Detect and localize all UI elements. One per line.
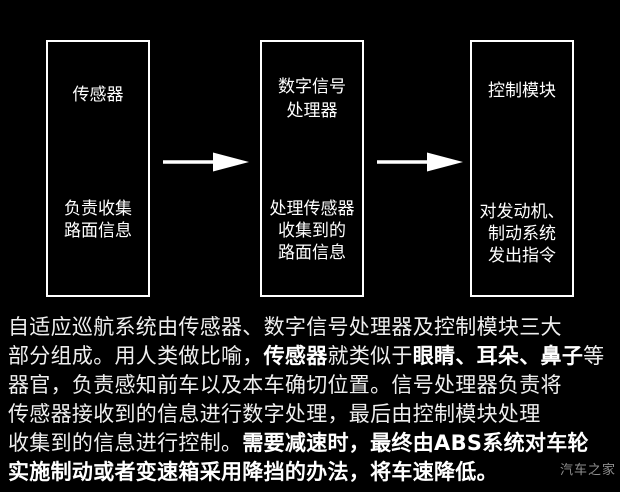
paragraph-line: 传感器接收到的信息进行数字处理，最后由控制模块处理 bbox=[8, 402, 541, 426]
paragraph-line: 收集到的信息进行控制。需要减速时，最终由ABS系统对车轮 bbox=[8, 431, 589, 455]
caption-paragraph: 自适应巡航系统由传感器、数字信号处理器及控制模块三大 部分组成。用人类做比喻，传… bbox=[8, 313, 614, 487]
paragraph-line: 自适应巡航系统由传感器、数字信号处理器及控制模块三大 bbox=[8, 315, 562, 339]
paragraph-line: 部分组成。用人类做比喻，传感器就类似于眼睛、耳朵、鼻子等 bbox=[8, 344, 605, 368]
right-arrow-icon bbox=[163, 152, 249, 172]
flow-box-control-module-desc: 对发动机、制动系统发出指令 bbox=[479, 202, 565, 266]
paragraph-line: 器官，负责感知前车以及本车确切位置。信号处理器负责将 bbox=[8, 373, 562, 397]
flow-box-dsp-title: 数字信号处理器 bbox=[278, 77, 346, 121]
flow-box-sensor: 传感器 负责收集路面信息 bbox=[46, 40, 150, 297]
right-arrow-icon bbox=[377, 152, 463, 172]
flow-box-dsp-desc: 处理传感器收集到的路面信息 bbox=[269, 199, 355, 263]
paragraph-line: 实施制动或者变速箱采用降挡的办法，将车速降低。 bbox=[8, 460, 498, 484]
flow-box-sensor-desc: 负责收集路面信息 bbox=[64, 199, 132, 241]
flow-box-sensor-title: 传感器 bbox=[72, 85, 124, 105]
flow-box-control-module-title: 控制模块 bbox=[488, 81, 556, 101]
flow-box-dsp: 数字信号处理器 处理传感器收集到的路面信息 bbox=[260, 40, 364, 297]
flow-box-control-module: 控制模块 对发动机、制动系统发出指令 bbox=[470, 40, 574, 297]
autohome-watermark: 汽车之家 bbox=[559, 463, 616, 478]
